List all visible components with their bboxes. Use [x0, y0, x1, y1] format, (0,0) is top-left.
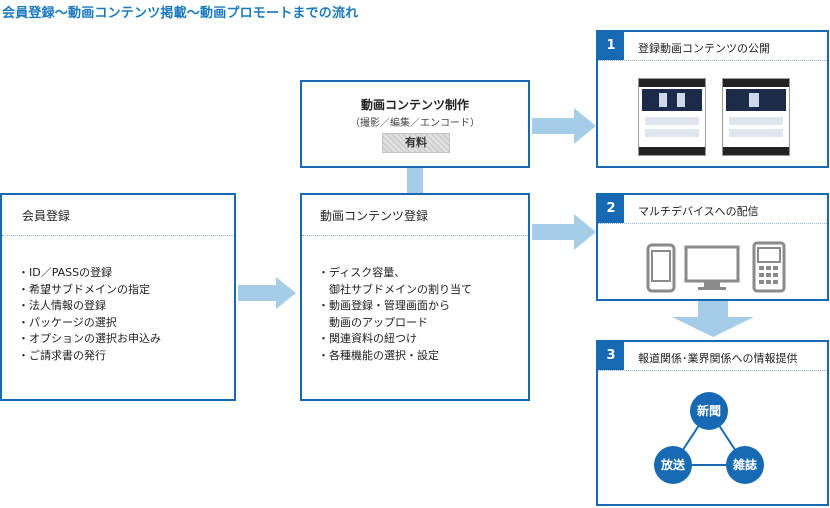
connector	[407, 168, 423, 194]
page-title: 会員登録～動画コンテンツ掲載～動画プロモートまでの流れ	[2, 6, 359, 21]
content-registration-heading: 動画コンテンツ登録	[320, 209, 429, 223]
media-newspaper: 新聞	[690, 392, 728, 430]
content-registration-header: 動画コンテンツ登録	[302, 195, 528, 236]
list-item: パッケージの選択	[18, 315, 161, 332]
step-header: 1 登録動画コンテンツの公開	[598, 32, 827, 61]
arrow-right-icon	[574, 214, 596, 250]
website-screenshot-thumbnail	[638, 78, 706, 156]
arrow-right-icon	[276, 277, 296, 309]
content-registration-box: 動画コンテンツ登録 ディスク容量、 御社サブドメインの割り当て 動画登録・管理画…	[300, 193, 530, 401]
member-registration-header: 会員登録	[2, 195, 234, 236]
media-broadcast: 放送	[654, 446, 692, 484]
media-magazine: 雑誌	[726, 446, 764, 484]
member-registration-list: ID／PASSの登録 希望サブドメインの指定 法人情報の登録 パッケージの選択 …	[18, 265, 161, 364]
list-item: オプションの選択お申込み	[18, 331, 161, 348]
member-registration-heading: 会員登録	[22, 209, 71, 223]
arrow-right-icon	[574, 108, 596, 144]
step-header: 2 マルチデバイスへの配信	[598, 195, 827, 224]
step-box-publish: 1 登録動画コンテンツの公開	[596, 30, 829, 168]
list-item: ID／PASSの登録	[18, 265, 161, 282]
step-label: 報道関係･業界関係への情報提供	[638, 352, 798, 365]
list-item: 希望サブドメインの指定	[18, 282, 161, 299]
step-box-multidevice: 2 マルチデバイスへの配信	[596, 193, 829, 301]
step-number: 1	[598, 32, 624, 60]
list-item: 動画登録・管理画面から	[318, 298, 472, 315]
step-number: 3	[598, 342, 624, 370]
production-subtitle: （撮影／編集／エンコード）	[350, 118, 480, 129]
step-label: 登録動画コンテンツの公開	[638, 42, 770, 55]
list-item-text: 動画のアップロード	[329, 315, 428, 329]
arrow-down-icon	[672, 317, 754, 337]
monitor-icon	[684, 245, 740, 290]
member-registration-box: 会員登録 ID／PASSの登録 希望サブドメインの指定 法人情報の登録 パッケー…	[0, 193, 236, 401]
list-item-continued: 御社サブドメインの割り当て	[318, 282, 472, 299]
paid-badge: 有料	[382, 133, 450, 153]
step-number: 2	[598, 195, 624, 223]
step-box-media: 3 報道関係･業界関係への情報提供 新聞 放送 雑誌	[596, 340, 829, 506]
smartphone-icon	[646, 243, 676, 293]
arrow-shaft	[698, 301, 728, 317]
production-title: 動画コンテンツ制作	[360, 98, 469, 112]
list-item: ディスク容量、	[318, 265, 472, 282]
feature-phone-icon	[752, 241, 786, 293]
step-label: マルチデバイスへの配信	[638, 205, 759, 218]
production-box: 動画コンテンツ制作 （撮影／編集／エンコード） 有料	[300, 80, 530, 168]
content-registration-list: ディスク容量、 御社サブドメインの割り当て 動画登録・管理画面から 動画のアップ…	[318, 265, 472, 364]
website-screenshot-thumbnail	[722, 78, 790, 156]
list-item: 法人情報の登録	[18, 298, 161, 315]
list-item: ご請求書の発行	[18, 348, 161, 365]
arrow-shaft	[532, 118, 574, 134]
list-item: 各種機能の選択・設定	[318, 348, 472, 365]
step-header: 3 報道関係･業界関係への情報提供	[598, 342, 827, 371]
arrow-shaft	[532, 224, 574, 240]
list-item: 関連資料の紐つけ	[318, 331, 472, 348]
list-item-continued: 動画のアップロード	[318, 315, 472, 332]
list-item-text: 御社サブドメインの割り当て	[329, 282, 472, 296]
arrow-shaft	[238, 285, 276, 301]
